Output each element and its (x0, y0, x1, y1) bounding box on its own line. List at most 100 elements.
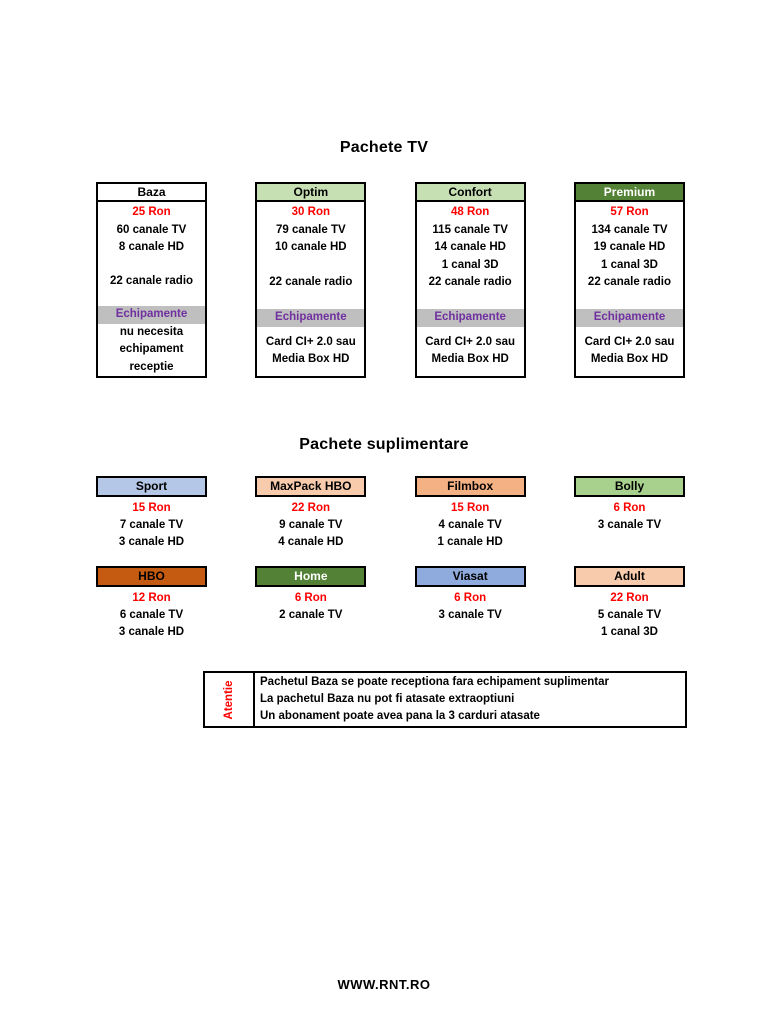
package-radio-count: 22 canale radio (428, 276, 512, 288)
supp-card-sport: Sport 15 Ron 7 canale TV 3 canale HD (96, 476, 207, 551)
equipment-info: Card CI+ 2.0 sau Media Box HD (576, 327, 683, 377)
supp-line (415, 624, 526, 641)
equipment-line: receptie (129, 360, 174, 373)
supp-header-hbo: HBO (96, 566, 207, 587)
package-3d-count: 1 canal 3D (601, 258, 658, 271)
equipment-band: Echipamente (416, 309, 524, 327)
equipment-info: nu necesita echipament receptie (98, 324, 205, 377)
spacer-row (417, 292, 524, 310)
supp-line: 4 canale HD (278, 536, 344, 548)
equipment-info: Card CI+ 2.0 sau Media Box HD (417, 327, 524, 377)
package-hd-count: 10 canale HD (275, 241, 347, 253)
package-header-premium: Premium (573, 182, 685, 202)
website-footer: WWW.RNT.RO (337, 977, 431, 992)
supp-line: 2 canale TV (279, 609, 343, 621)
equipment-band: Echipamente (257, 309, 365, 327)
package-body-baza: 25 Ron 60 canale TV 8 canale HD 22 canal… (96, 200, 207, 378)
attention-note: Pachetul Baza se poate receptiona fara e… (260, 676, 609, 688)
main-section-title: Pachete TV (339, 139, 429, 156)
package-price: 30 Ron (291, 206, 330, 218)
supp-header-sport: Sport (96, 476, 207, 497)
package-radio-count: 22 canale radio (269, 276, 353, 288)
supp-price: 22 Ron (610, 592, 649, 604)
equipment-info: Card CI+ 2.0 sau Media Box HD (257, 327, 364, 377)
supp-line: 7 canale TV (119, 519, 184, 531)
supp-line: 3 canale HD (118, 626, 185, 638)
package-3d-count (257, 257, 364, 275)
package-radio-count: 22 canale radio (109, 274, 194, 287)
package-card-optim: Optim 30 Ron 79 canale TV 10 canale HD 2… (255, 182, 367, 378)
supplementary-section-title: Pachete suplimentare (299, 436, 469, 453)
attention-note: Un abonament poate avea pana la 3 cardur… (260, 710, 540, 722)
supp-header-adult: Adult (573, 566, 685, 587)
supp-header-filmbox: Filmbox (414, 476, 526, 497)
package-header-confort: Confort (414, 182, 526, 202)
supp-price: 15 Ron (132, 502, 171, 514)
package-tv-count: 134 canale TV (591, 223, 668, 236)
package-body-confort: 48 Ron 115 canale TV 14 canale HD 1 cana… (414, 200, 526, 378)
spacer-row (576, 292, 683, 310)
package-hd-count: 14 canale HD (434, 241, 506, 253)
supp-card-hbo: HBO 12 Ron 6 canale TV 3 canale HD (96, 566, 207, 641)
supp-price: 6 Ron (294, 592, 327, 604)
supp-card-filmbox: Filmbox 15 Ron 4 canale TV 1 canale HD (414, 476, 526, 551)
supp-header-viasat: Viasat (414, 566, 526, 587)
package-header-optim: Optim (255, 182, 367, 202)
package-header-baza: Baza (96, 182, 207, 202)
spacer-row (257, 292, 364, 310)
supp-line: 3 canale TV (438, 609, 502, 621)
package-hd-count: 8 canale HD (118, 241, 185, 253)
package-3d-count (98, 257, 205, 273)
package-radio-count: 22 canale radio (587, 276, 672, 288)
supplementary-row-2: HBO 12 Ron 6 canale TV 3 canale HD Home … (96, 566, 685, 641)
package-price: 25 Ron (132, 206, 171, 218)
supp-line: 1 canal 3D (601, 626, 658, 638)
attention-label-cell: Atentie (205, 673, 255, 726)
equipment-line: echipament (119, 343, 184, 355)
supp-header-maxpack-hbo: MaxPack HBO (255, 476, 367, 497)
package-tv-count: 79 canale TV (275, 223, 346, 236)
equipment-line: Media Box HD (590, 353, 669, 366)
package-price: 48 Ron (450, 206, 490, 218)
supp-line: 3 canale TV (597, 519, 662, 531)
supp-line: 6 canale TV (119, 609, 184, 621)
supplementary-row-1: Sport 15 Ron 7 canale TV 3 canale HD Max… (96, 476, 685, 551)
equipment-band: Echipamente (575, 309, 683, 327)
supp-line: 9 canale TV (279, 519, 343, 531)
supp-card-adult: Adult 22 Ron 5 canale TV 1 canal 3D (573, 566, 685, 641)
package-tv-count: 115 canale TV (432, 223, 508, 236)
package-card-confort: Confort 48 Ron 115 canale TV 14 canale H… (414, 182, 526, 378)
supp-card-bolly: Bolly 6 Ron 3 canale TV (573, 476, 685, 551)
attention-box: Atentie Pachetul Baza se poate reception… (203, 671, 687, 728)
supp-price: 6 Ron (613, 502, 646, 514)
package-card-premium: Premium 57 Ron 134 canale TV 19 canale H… (573, 182, 685, 378)
supp-header-bolly: Bolly (573, 476, 685, 497)
package-3d-count: 1 canal 3D (441, 258, 499, 271)
package-tv-count: 60 canale TV (116, 223, 187, 236)
supp-line: 5 canale TV (597, 609, 662, 621)
attention-note: La pachetul Baza nu pot fi atasate extra… (260, 693, 515, 705)
supp-price: 6 Ron (454, 592, 487, 604)
equipment-line: Card CI+ 2.0 sau (584, 335, 675, 348)
equipment-line: Card CI+ 2.0 sau (265, 335, 356, 348)
package-body-optim: 30 Ron 79 canale TV 10 canale HD 22 cana… (255, 200, 367, 378)
supp-price: 22 Ron (291, 502, 330, 514)
supp-header-home: Home (255, 566, 367, 587)
equipment-band: Echipamente (98, 306, 205, 324)
equipment-line: Media Box HD (431, 353, 509, 366)
package-hd-count: 19 canale HD (593, 241, 666, 253)
supp-price: 12 Ron (132, 592, 171, 604)
supp-card-viasat: Viasat 6 Ron 3 canale TV (414, 566, 526, 641)
spacer-row (98, 290, 205, 306)
supp-line (574, 534, 685, 551)
equipment-line: nu necesita (119, 325, 184, 338)
package-card-baza: Baza 25 Ron 60 canale TV 8 canale HD 22 … (96, 182, 207, 378)
supp-line: 3 canale HD (118, 536, 185, 548)
equipment-line: Media Box HD (272, 353, 350, 366)
attention-notes: Pachetul Baza se poate receptiona fara e… (255, 673, 685, 726)
supp-card-maxpack-hbo: MaxPack HBO 22 Ron 9 canale TV 4 canale … (255, 476, 367, 551)
attention-label: Atentie (223, 680, 235, 719)
supp-line: 1 canale HD (437, 536, 503, 548)
supp-line (255, 624, 366, 641)
